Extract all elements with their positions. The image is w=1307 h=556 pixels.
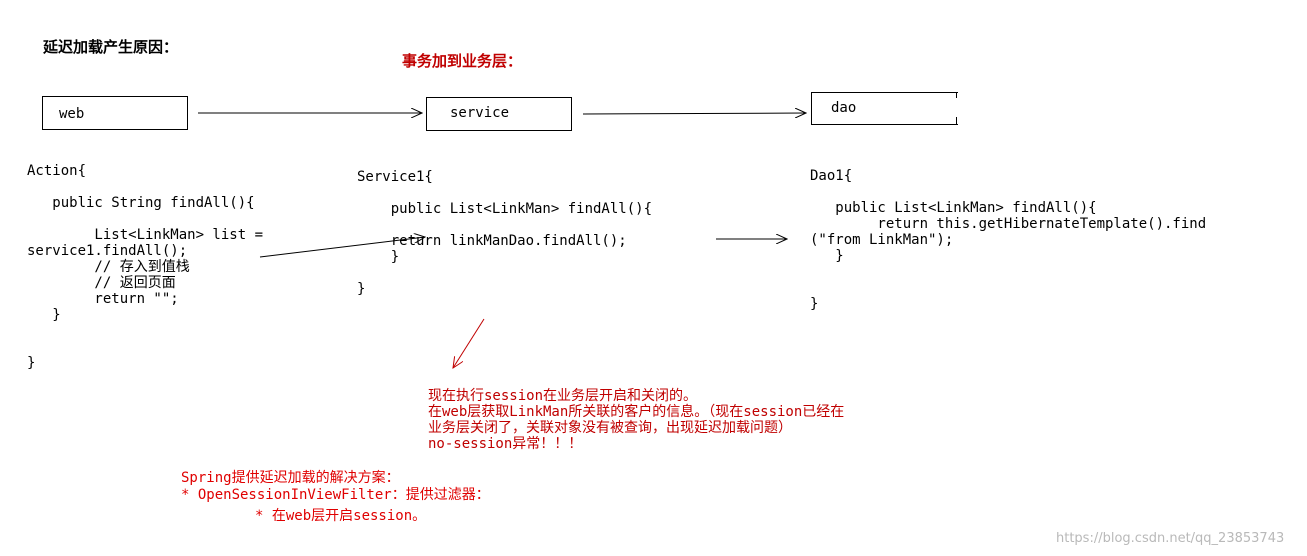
watermark: https://blog.csdn.net/qq_23853743	[1056, 531, 1285, 546]
diagram-title: 延迟加载产生原因：	[43, 38, 179, 56]
solution-title: Spring提供延迟加载的解决方案：	[181, 470, 400, 486]
code-line: return linkManDao.findAll();	[357, 233, 627, 249]
code-line: service1.findAll();	[27, 243, 188, 259]
code-line: }	[27, 307, 61, 323]
service-box-label: service	[450, 105, 510, 121]
web-box: web	[42, 96, 188, 130]
code-line: return this.getHibernateTemplate().find	[810, 216, 1207, 232]
code-line: public List<LinkMan> findAll(){	[810, 200, 1097, 216]
code-line: }	[357, 281, 366, 297]
code-line: public String findAll(){	[27, 195, 255, 211]
dao-code-block: Dao1{ public List<LinkMan> findAll(){ re…	[810, 168, 1206, 312]
web-box-label: web	[59, 106, 85, 122]
code-line: Service1{	[357, 169, 433, 185]
dao-box-edge-bottom	[956, 117, 957, 124]
code-line	[357, 265, 652, 281]
service-code-block: Service1{ public List<LinkMan> findAll()…	[357, 169, 652, 297]
problem-note: 现在执行session在业务层开启和关闭的。在web层获取LinkMan所关联的…	[428, 388, 844, 452]
note-line: 现在执行session在业务层开启和关闭的。	[428, 388, 698, 404]
code-line	[810, 264, 1206, 280]
code-line: List<LinkMan> list =	[27, 227, 264, 243]
arrow-to-problem-note	[453, 318, 485, 368]
code-line: ("from LinkMan");	[810, 232, 954, 248]
service-box: service	[426, 97, 572, 131]
action-code-block: Action{ public String findAll(){ List<Li…	[27, 163, 263, 371]
note-line: 业务层关闭了，关联对象没有被查询，出现延迟加载问题）	[428, 420, 792, 436]
code-line: }	[27, 355, 36, 371]
code-line	[357, 185, 652, 201]
code-line	[810, 184, 1206, 200]
code-line	[357, 217, 652, 233]
arrow-service-to-dao	[582, 113, 806, 114]
code-line: Dao1{	[810, 168, 853, 184]
code-line	[810, 280, 1206, 296]
code-line: Action{	[27, 163, 87, 179]
code-line: // 存入到值栈	[27, 259, 190, 275]
dao-box-label: dao	[831, 100, 857, 116]
code-line: }	[810, 296, 819, 312]
code-line	[27, 211, 263, 227]
arrow-action-to-service	[259, 237, 425, 258]
code-line: return "";	[27, 291, 179, 307]
transaction-note: 事务加到业务层：	[402, 52, 523, 70]
code-line	[27, 179, 263, 195]
note-line: no-session异常！！！	[428, 436, 583, 452]
code-line: // 返回页面	[27, 275, 176, 291]
dao-box: dao	[811, 92, 958, 125]
code-line: }	[810, 248, 844, 264]
solution-item-filter: * OpenSessionInViewFilter：提供过滤器：	[181, 487, 490, 503]
code-line: public List<LinkMan> findAll(){	[357, 201, 653, 217]
code-line: }	[357, 249, 400, 265]
code-line	[27, 339, 263, 355]
code-line	[27, 323, 263, 339]
solution-item-web-session: * 在web层开启session。	[255, 508, 427, 524]
dao-box-edge-top	[956, 92, 957, 98]
note-line: 在web层获取LinkMan所关联的客户的信息。（现在session已经在	[428, 404, 845, 420]
